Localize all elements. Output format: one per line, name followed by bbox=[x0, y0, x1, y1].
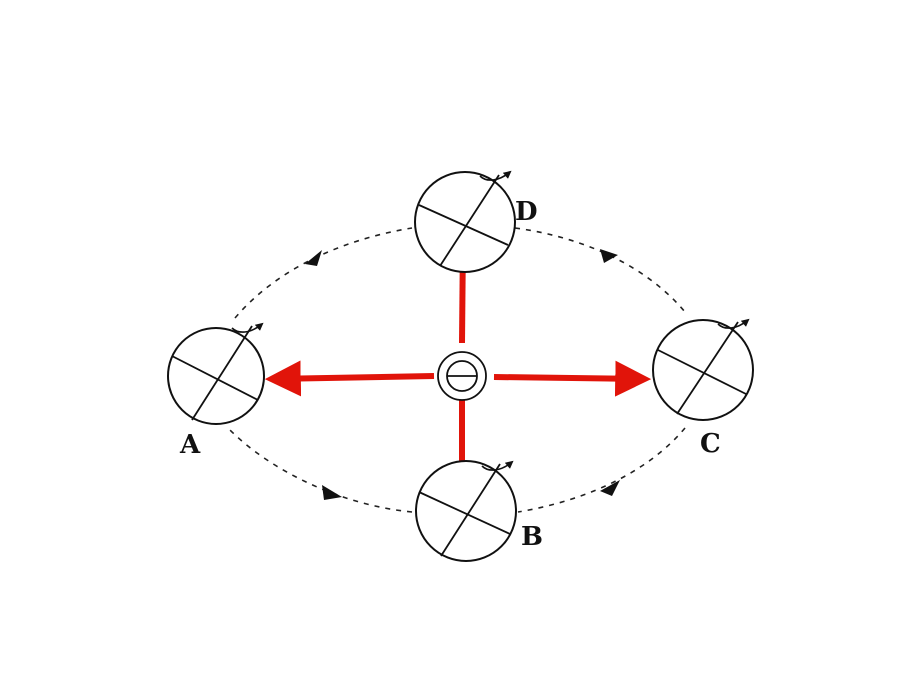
label-D: D bbox=[515, 197, 538, 227]
arrow-to-C bbox=[493, 360, 652, 397]
label-C: C bbox=[700, 429, 721, 459]
earth-position-C bbox=[652, 318, 754, 421]
orbit-direction-arrow-bottom-right bbox=[600, 480, 620, 496]
orbit-direction-arrow-top-right bbox=[600, 249, 618, 263]
earth-position-A bbox=[167, 322, 265, 425]
orbit-direction-arrow-bottom-left bbox=[322, 485, 342, 500]
sun-icon bbox=[437, 351, 487, 401]
orbit-direction-arrow-top-left bbox=[305, 250, 322, 266]
label-B: B bbox=[521, 522, 543, 552]
label-A: A bbox=[179, 430, 201, 460]
earth-position-B bbox=[415, 460, 517, 562]
arrow-to-A bbox=[264, 360, 435, 397]
earth-position-D bbox=[414, 170, 516, 273]
orbit-direction-markers bbox=[305, 249, 620, 500]
